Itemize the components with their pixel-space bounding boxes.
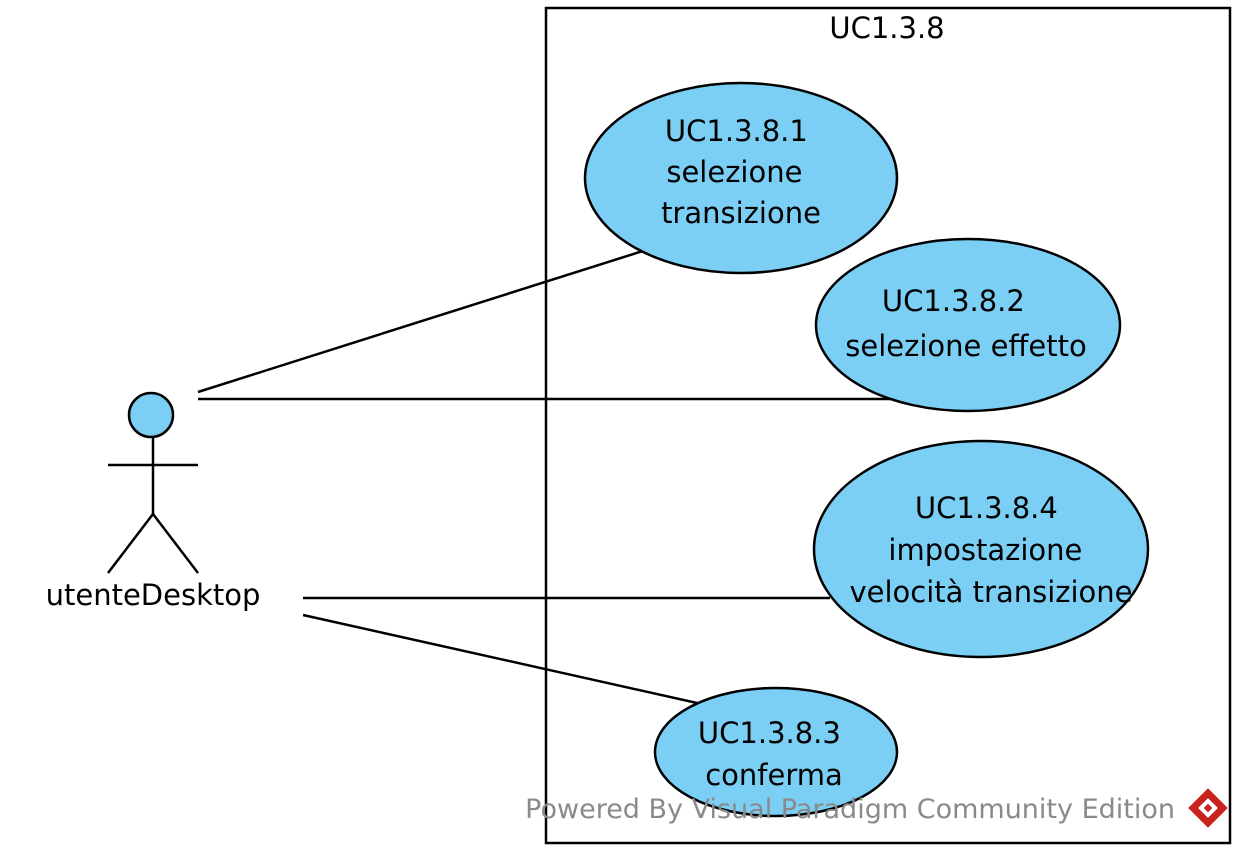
use-case-uc4-line-3: velocità transizione	[849, 575, 1132, 609]
use-case-uc2-line-2: selezione effetto	[845, 329, 1086, 363]
use-case-uc3-line-2: conferma	[705, 758, 843, 792]
use-case-uc2[interactable]	[814, 237, 1122, 413]
use-case-uc3-label: UC1.3.8.3 conferma	[698, 716, 850, 792]
actor-head	[127, 391, 175, 439]
use-case-uc1[interactable]	[583, 81, 899, 275]
system-title: UC1.3.8	[829, 11, 944, 45]
association-uc1[interactable]	[197, 248, 647, 394]
use-case-uc4[interactable]	[812, 439, 1150, 659]
use-case-uc1-line-2: selezione	[666, 155, 802, 189]
watermark: Powered By Visual Paradigm Community Edi…	[525, 788, 1228, 828]
use-case-uc4-group[interactable]: UC1.3.8.4 impostazione velocità transizi…	[812, 439, 1150, 659]
actor-right-leg	[152, 513, 199, 574]
actor-left-leg	[107, 513, 154, 574]
use-case-uc2-group[interactable]: UC1.3.8.2 selezione effetto	[814, 237, 1122, 413]
use-case-uc1-id: UC1.3.8.1	[665, 114, 808, 148]
use-case-uc4-line-2: impostazione	[888, 533, 1082, 567]
use-case-uc4-label: UC1.3.8.4 impostazione velocità transizi…	[849, 491, 1132, 609]
use-case-uc1-group[interactable]: UC1.3.8.1 selezione transizione	[583, 81, 899, 275]
actor-name: utenteDesktop	[46, 578, 261, 612]
use-case-uc2-id: UC1.3.8.2	[882, 284, 1025, 318]
use-case-uc1-label: UC1.3.8.1 selezione transizione	[661, 114, 821, 230]
use-case-uc3[interactable]	[653, 686, 899, 818]
association-uc3[interactable]	[302, 613, 707, 707]
use-case-uc3-id: UC1.3.8.3	[698, 716, 841, 750]
use-case-uc4-id: UC1.3.8.4	[915, 491, 1058, 525]
watermark-text: Powered By Visual Paradigm Community Edi…	[525, 794, 1175, 825]
use-case-uc1-line-3: transizione	[661, 196, 821, 230]
use-case-uc3-group[interactable]: UC1.3.8.3 conferma	[653, 686, 899, 818]
actor-utente-desktop[interactable]: utenteDesktop	[46, 391, 261, 612]
use-case-uc2-label: UC1.3.8.2 selezione effetto	[845, 284, 1086, 363]
